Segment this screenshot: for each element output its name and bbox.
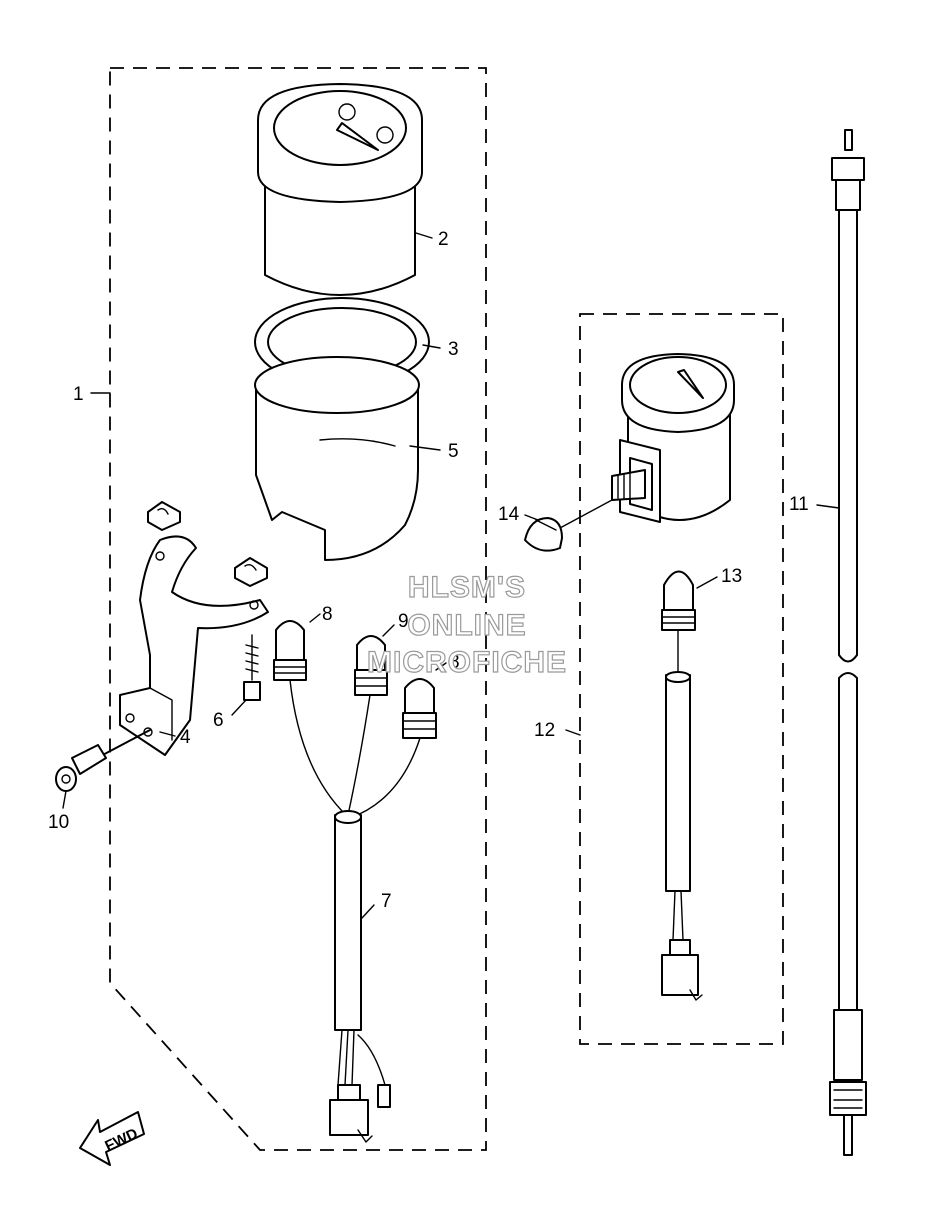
bulb-wires (289, 679, 421, 819)
part-4-bracket (119, 535, 269, 756)
assembly-12-boundary (579, 313, 784, 1045)
part-8-bulb-right (402, 678, 437, 739)
callout-11: 11 (789, 494, 809, 515)
part-6-screw (243, 634, 261, 701)
callout-14: 14 (498, 504, 520, 525)
svg-text:MICROFICHE: MICROFICHE (367, 646, 567, 679)
callout-8-right: 8 (449, 652, 460, 673)
callout-8-left: 8 (322, 604, 333, 625)
part-11-cable (829, 129, 867, 1156)
part-7-harness-sleeve (329, 810, 391, 1143)
part-14-cap (524, 499, 613, 552)
callout-13: 13 (721, 566, 742, 587)
part-8-bulb-left (273, 620, 307, 681)
callout-12: 12 (534, 720, 555, 741)
part-9-bulb (354, 635, 388, 696)
callout-4: 4 (180, 727, 191, 748)
part-10-bolt (55, 729, 151, 792)
callout-3: 3 (448, 339, 459, 360)
assembly-1-boundary (109, 67, 487, 1151)
part-13-bulb-sleeve (661, 570, 703, 1001)
part-12-gauge (611, 353, 735, 523)
fwd-arrow-icon: FWD (79, 1111, 145, 1166)
callout-5: 5 (448, 441, 459, 462)
callout-9: 9 (398, 611, 409, 632)
watermark: HLSM'S ONLINE MICROFICHE (366, 570, 567, 679)
clip-nut-left (147, 501, 181, 531)
part-5-cover (254, 356, 420, 561)
leader-lines (62, 232, 840, 919)
svg-text:ONLINE: ONLINE (407, 609, 526, 642)
svg-text:HLSM'S: HLSM'S (408, 571, 526, 604)
callout-2: 2 (438, 229, 449, 250)
callout-10: 10 (48, 812, 69, 833)
callout-7: 7 (381, 891, 392, 912)
callout-1: 1 (73, 384, 84, 405)
part-2-meter (257, 83, 423, 296)
clip-nut-right (234, 557, 268, 587)
callout-6: 6 (213, 710, 224, 731)
